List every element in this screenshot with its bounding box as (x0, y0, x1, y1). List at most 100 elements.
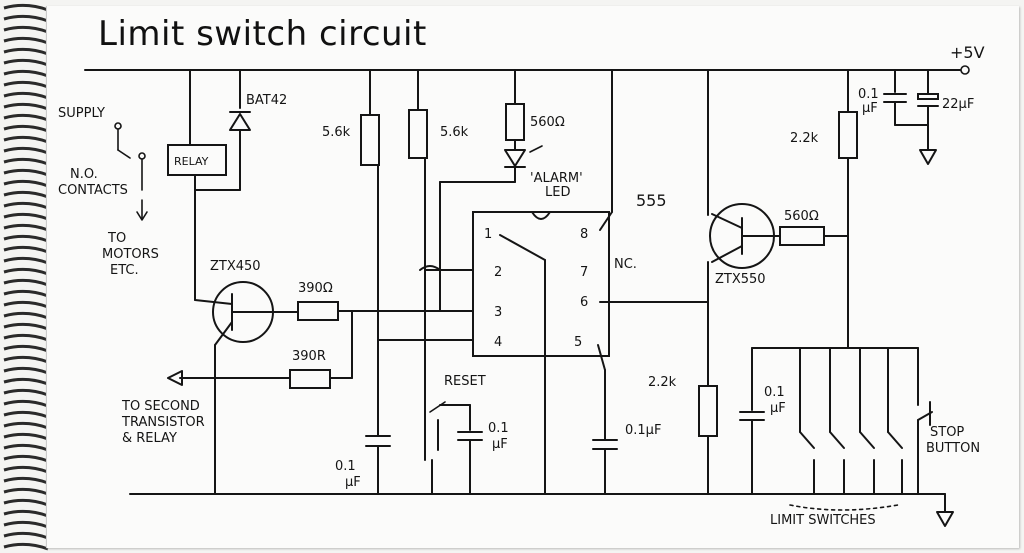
relay-contacts (114, 122, 148, 221)
spiral-coil (3, 377, 49, 386)
resistor-5k6-left (360, 114, 380, 166)
diagram-title: Limit switch circuit (98, 14, 427, 54)
r56a-label: 5.6k (322, 125, 351, 140)
spiral-coil (3, 443, 49, 452)
notebook-spiral-binding (3, 3, 49, 551)
spiral-coil (3, 91, 49, 100)
spiral-coil (3, 421, 49, 430)
ic-555-body (472, 211, 610, 357)
r390a-label: 390Ω (298, 281, 333, 296)
resistor-390-lower (289, 369, 331, 389)
reset-button (424, 401, 446, 461)
spiral-coil (3, 36, 49, 45)
second-label-1: TO SECOND (121, 399, 200, 414)
spiral-coil (3, 245, 49, 254)
spiral-coil (3, 212, 49, 221)
supply-terminal (960, 65, 970, 75)
second-label-3: & RELAY (122, 431, 177, 446)
spiral-coil (3, 487, 49, 496)
stop-label-2: BUTTON (926, 441, 980, 456)
c-reset-label-1: 0.1 (488, 421, 509, 436)
spiral-coil (3, 113, 49, 122)
ground-symbol (936, 493, 954, 527)
spiral-coil (3, 201, 49, 210)
pin5-label: 5 (574, 335, 582, 350)
spiral-coil (3, 465, 49, 474)
spiral-coil (3, 498, 49, 507)
decoupling-ground-symbol (919, 149, 937, 165)
limit-switches-label: LIMIT SWITCHES (770, 513, 876, 528)
diode-symbol (229, 111, 251, 131)
decoupling-capacitor-small (883, 93, 907, 103)
alarm-led (504, 145, 543, 168)
relay-label: RELAY (174, 155, 209, 168)
r560-led-label: 560Ω (530, 115, 565, 130)
q1-label: ZTX450 (210, 259, 261, 274)
spiral-coil (3, 223, 49, 232)
spiral-coil (3, 388, 49, 397)
pin7-label: 7 (580, 265, 588, 280)
spiral-coil (3, 311, 49, 320)
spiral-coil (3, 344, 49, 353)
limit-switch (799, 431, 815, 449)
spiral-coil (3, 520, 49, 529)
c-top-label-2: µF (862, 101, 878, 116)
spiral-coil (3, 399, 49, 408)
limit-switch (887, 431, 903, 449)
limit-switch (859, 431, 875, 449)
r390b-label: 390R (292, 349, 326, 364)
c-22-label: 22µF (942, 97, 974, 112)
ic-notch (531, 211, 551, 220)
pin2-label: 2 (494, 265, 502, 280)
spiral-coil (3, 146, 49, 155)
pin3-label: 3 (494, 305, 502, 320)
spiral-coil (3, 333, 49, 342)
contacts-label-1: N.O. (70, 167, 98, 182)
pin5-wire (597, 344, 606, 371)
c-reset-label-2: µF (492, 437, 508, 452)
pin8-label: 8 (580, 227, 588, 242)
spiral-coil (3, 168, 49, 177)
spiral-coil (3, 267, 49, 276)
limit-switch (829, 431, 845, 449)
resistor-560-led (505, 103, 525, 141)
spiral-coil (3, 80, 49, 89)
capacitor-left (365, 435, 391, 447)
pin1-internal-wire (499, 234, 546, 261)
spiral-coil (3, 366, 49, 375)
spiral-coil (3, 234, 49, 243)
pnp-transistor (709, 203, 781, 269)
switch-capacitor (739, 411, 765, 421)
pin4-label: 4 (494, 335, 502, 350)
c-sw-label-1: 0.1 (764, 385, 785, 400)
spiral-coil (3, 14, 49, 23)
spiral-coil (3, 47, 49, 56)
c-sw-label-2: µF (770, 401, 786, 416)
nc-label: NC. (614, 257, 637, 272)
relay-coil (167, 144, 227, 176)
pin6-label: 6 (580, 295, 588, 310)
spiral-coil (3, 289, 49, 298)
spiral-coil (3, 124, 49, 133)
alarm-led-label-1: 'ALARM' (530, 171, 583, 186)
motors-label-2: MOTORS (102, 247, 159, 262)
r560b-label: 560Ω (784, 209, 819, 224)
resistor-2k2-lower (698, 385, 718, 437)
spiral-coil (3, 179, 49, 188)
spiral-coil (3, 300, 49, 309)
spiral-coil (3, 476, 49, 485)
pin1-label: 1 (484, 227, 492, 242)
alarm-led-label-2: LED (545, 185, 570, 200)
supply-voltage-label: +5V (950, 43, 985, 62)
ic-label: 555 (636, 191, 667, 210)
electrolytic-capacitor (917, 93, 939, 107)
q2-label: ZTX550 (715, 272, 766, 287)
spiral-coil (3, 135, 49, 144)
spiral-coil (3, 69, 49, 78)
spiral-coil (3, 3, 49, 12)
spiral-coil (3, 322, 49, 331)
r56b-label: 5.6k (440, 125, 469, 140)
c-left-label-1: 0.1 (335, 459, 356, 474)
spiral-coil (3, 190, 49, 199)
